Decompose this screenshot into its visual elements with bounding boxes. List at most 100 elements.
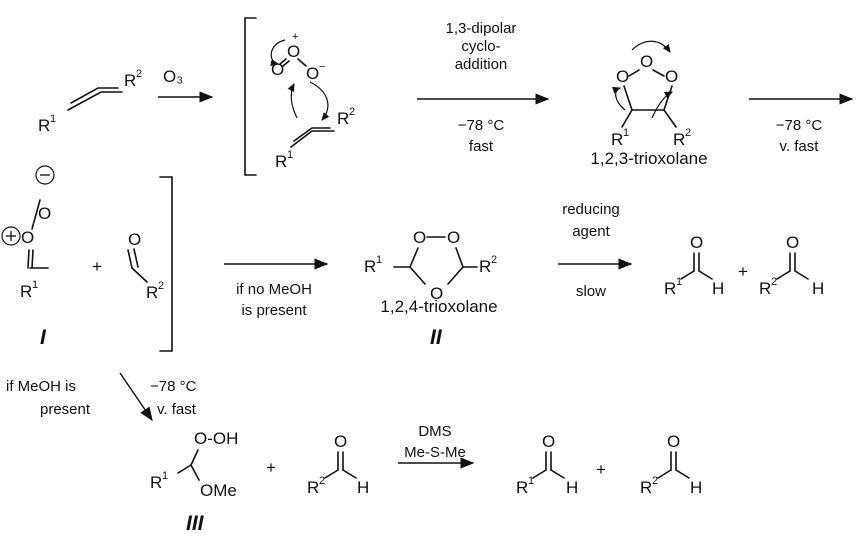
no-meoh-line1: if no MeOH [236,281,312,298]
p2a-r1-R: R [664,279,676,298]
carbonyl-oxide-I: O O R 1 [1,165,55,301]
alkene-r2-R: R [124,71,136,90]
coxide-o-lower: O [21,228,34,247]
ozone-alkene-complex: O + O O − R 1 R 2 [270,31,355,171]
cycloaddition-line1: 1,3-dipolar [446,20,517,37]
p2b-r2-sub: 2 [771,276,777,288]
t123-r1-sub: 1 [623,127,629,139]
t124-oo: O [413,228,426,247]
iii-r1-R: R [150,473,162,492]
ts-o-right: O [306,64,319,83]
meoh-line2: present [40,401,91,418]
cycloaddition-line3: addition [455,56,508,73]
t123-r1-R: R [611,130,623,149]
t124-r2-R: R [479,257,491,276]
ald3-r2-R: R [307,478,319,497]
label-roman-II: II [430,326,443,349]
p2a-o: O [690,233,703,252]
ald-r2-R: R [146,283,158,302]
cycloaddition-line2: cyclo- [461,38,500,55]
ts-plus-charge: + [292,31,298,43]
t124-r2-sub: 2 [491,254,497,266]
t123-o-right: O [665,67,678,86]
ts-minus-charge: − [319,61,325,73]
dms-line1: DMS [418,423,451,440]
label-123-trioxolane: 1,2,3-trioxolane [590,149,707,168]
aldehyde-r2-row3: O R 2 H [307,432,369,497]
alkene-r1-sub: 1 [50,113,56,125]
ald3-o: O [334,432,347,451]
t124-r1-R: R [364,257,376,276]
p3a-o: O [542,432,555,451]
trioxolane-124-structure: O O O R 1 R 2 [364,228,497,303]
p3b-h: H [690,478,702,497]
p2b-h: H [812,279,824,298]
t124-o-bottom: O [430,284,443,303]
label-roman-III: III [186,512,205,535]
methoxy-hydroperoxide-III: O-OH R 1 OMe [150,429,238,500]
p2b-r2-R: R [759,279,771,298]
label-roman-I: I [40,326,47,349]
p3b-r2-R: R [640,478,652,497]
cycloaddition-fast: fast [469,138,494,155]
iii-ooh: O-OH [194,429,238,448]
ts-r1-sub: 1 [287,149,293,161]
ozone-reagent: O₃ [163,67,183,86]
alkene-starting-material: R 1 R 2 [38,68,142,135]
plus-sign-4: + [596,460,606,479]
retro-temp: −78 °C [776,117,823,134]
bracket-left [244,17,257,176]
meoh-line1: if MeOH is [6,378,76,395]
cycloaddition-temp: −78 °C [458,117,505,134]
meoh-temp: −78 °C [150,378,197,395]
aldehyde-r2-product-row3: O R 2 H [640,432,702,497]
p3a-r1-sub: 1 [528,475,534,487]
ts-r1-R: R [275,152,287,171]
reducing-line1: reducing [562,201,620,218]
coxide-r1-sub: 1 [32,279,38,291]
p3b-o: O [667,432,680,451]
t123-o-top: O [640,52,653,71]
meoh-v-fast: v. fast [157,401,197,418]
aldehyde-r1-product-row2: O R 1 H [664,233,724,298]
coxide-r1-R: R [20,282,32,301]
t123-r2-R: R [673,130,685,149]
ald-r2-sub: 2 [158,280,164,292]
aldehyde-r2-in-bracket: O R 2 [127,230,164,302]
t124-r1-sub: 1 [376,254,382,266]
plus-sign-3: + [266,458,276,477]
reducing-line2: agent [572,223,610,240]
aldehyde-r1-product-row3: O R 1 H [516,432,578,497]
ts-o-center: O [287,42,300,61]
alkene-r1-R: R [38,116,50,135]
p3a-h: H [566,478,578,497]
trioxolane-123-structure: O O O R 1 R 2 [611,40,691,149]
p2b-o: O [786,233,799,252]
t124-oo-2: O [447,228,460,247]
t123-o-left: O [616,67,629,86]
p3b-r2-sub: 2 [652,475,658,487]
t123-r2-sub: 2 [685,127,691,139]
reducing-slow: slow [576,283,606,300]
ald-o: O [128,230,141,249]
plus-sign-2: + [738,262,748,281]
ts-r2-R: R [337,109,349,128]
iii-ome: OMe [200,481,237,500]
no-meoh-line2: is present [241,302,307,319]
arrow-meoh [119,372,153,422]
p2a-h: H [712,279,724,298]
ald3-r2-sub: 2 [319,475,325,487]
ald3-h: H [357,478,369,497]
bracket-right [159,176,173,352]
retro-v-fast: v. fast [780,138,820,155]
coxide-o-upper: O [38,204,51,223]
label-124-trioxolane: 1,2,4-trioxolane [380,297,497,316]
ts-r2-sub: 2 [349,106,355,118]
iii-r1-sub: 1 [162,470,168,482]
aldehyde-r2-product-row2: O R 2 H [759,233,824,298]
plus-sign-1: + [92,257,102,276]
p2a-r1-sub: 1 [676,276,682,288]
alkene-r2-sub: 2 [136,68,142,80]
dms-line2: Me-S-Me [404,444,466,461]
